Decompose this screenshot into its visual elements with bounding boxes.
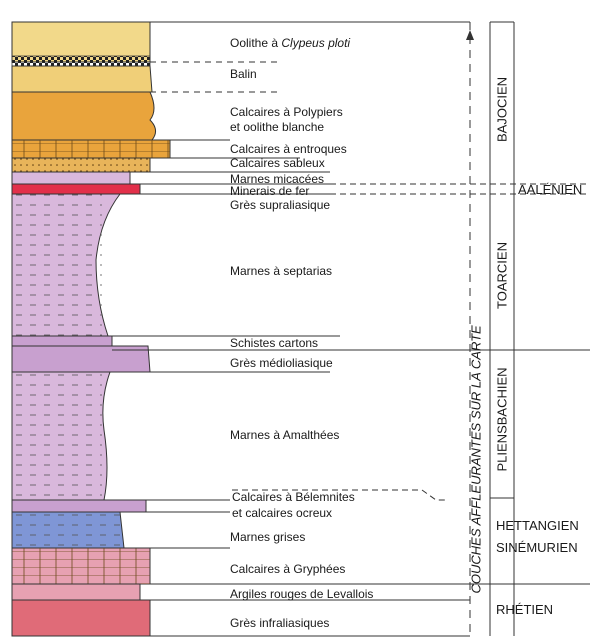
label-supraliasique: Grès supraliasique <box>230 198 330 212</box>
label-fer: Minerais de fer <box>230 184 309 198</box>
label-oolithe-italic: Clypeus ploti <box>281 36 350 50</box>
layer-septarias-dash <box>12 194 102 336</box>
rock-column <box>12 22 170 636</box>
label-polypiers-2: et oolithe blanche <box>230 120 324 134</box>
vertical-label-couches: COUCHES AFFLEURANTES SUR LA CARTE <box>469 354 484 594</box>
stage-pliensbachien: PLIENSBACHIEN <box>495 372 510 472</box>
layer-polypiers <box>12 92 156 140</box>
label-medioliasique: Grès médioliasique <box>230 356 333 370</box>
layer-cartons <box>12 336 112 346</box>
layer-infraliasiques <box>12 600 150 636</box>
layer-fer <box>12 184 140 194</box>
layer-gryphees-brick <box>12 548 150 584</box>
label-septarias: Marnes à septarias <box>230 264 332 278</box>
stage-aalenien: AALÉNIEN <box>518 182 582 197</box>
layer-entroques-pattern <box>12 140 170 158</box>
label-oolithe-text: Oolithe à <box>230 36 281 50</box>
label-oolithe: Oolithe à Clypeus ploti <box>230 36 350 50</box>
stage-bajocien: BAJOCIEN <box>495 70 510 150</box>
label-infraliasiques: Grès infraliasiques <box>230 616 329 630</box>
layer-sableux-dots <box>12 158 150 172</box>
label-grises: Marnes grises <box>230 530 305 544</box>
label-belemnites-1: Calcaires à Bélemnites <box>232 490 355 504</box>
layer-amalthees-dash <box>12 372 102 500</box>
layer-argiles <box>12 584 140 600</box>
arrow-up-icon <box>466 30 474 40</box>
layer-micacees <box>12 172 130 184</box>
label-cartons: Schistes cartons <box>230 336 318 350</box>
label-argiles: Argiles rouges de Levallois <box>230 587 373 601</box>
layer-balin <box>12 66 152 92</box>
label-sableux: Calcaires sableux <box>230 156 325 170</box>
layer-oolithe-checker <box>12 56 150 66</box>
layer-belemnites <box>12 500 146 512</box>
label-balin: Balin <box>230 67 257 81</box>
label-amalthees: Marnes à Amalthées <box>230 428 339 442</box>
layer-grises-dash <box>12 512 120 548</box>
label-entroques: Calcaires à entroques <box>230 142 347 156</box>
stage-rhetien: RHÉTIEN <box>496 602 553 617</box>
label-belemnites-2: et calcaires ocreux <box>232 506 332 520</box>
stage-sinemurien: SINÉMURIEN <box>496 540 578 555</box>
label-polypiers-1: Calcaires à Polypiers <box>230 105 343 119</box>
stage-toarcien: TOARCIEN <box>495 236 510 316</box>
label-gryphees: Calcaires à Gryphées <box>230 562 345 576</box>
stage-hettangien: HETTANGIEN <box>496 518 579 533</box>
